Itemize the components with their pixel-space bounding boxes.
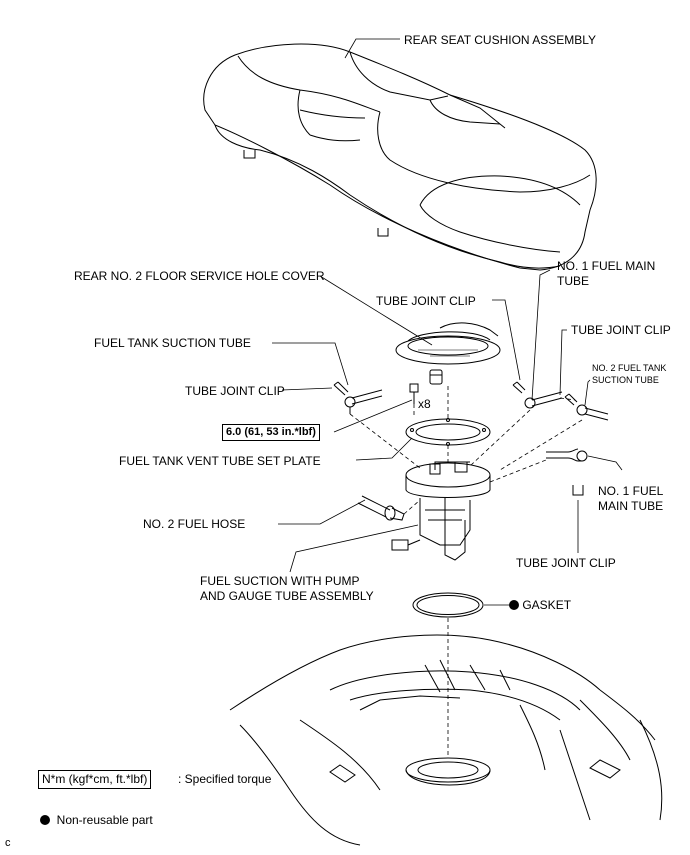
gasket-drawing [412, 592, 484, 618]
main-tube-right-drawing [546, 448, 588, 462]
label-no2-fuel-hose: NO. 2 FUEL HOSE [143, 517, 246, 531]
legend-non-reusable: Non-reusable part [40, 813, 153, 828]
label-rear-floor-service-hole-cover: REAR NO. 2 FLOOR SERVICE HOLE COVER [74, 269, 325, 283]
label-tube-joint-clip-top: TUBE JOINT CLIP [376, 294, 476, 308]
torque-spec-box: 6.0 (61, 53 in.*lbf) [222, 424, 320, 441]
fuel-tank-floor-drawing [229, 634, 663, 846]
label-fuel-tank-vent-tube-set-plate: FUEL TANK VENT TUBE SET PLATE [119, 454, 321, 468]
label-gasket: GASKET [509, 598, 571, 612]
tube-joint-clip-left-drawing [333, 381, 349, 396]
legend-torque-description: : Specified torque [178, 772, 272, 786]
label-no2-fuel-tank-suction-tube-line2: SUCTION TUBE [592, 375, 659, 385]
assembly-guide-lines [349, 386, 583, 758]
non-reusable-dot-icon [509, 600, 519, 610]
main-tube-top-drawing [524, 391, 563, 409]
label-fuel-pump-assembly-line2: AND GAUGE TUBE ASSEMBLY [200, 589, 374, 603]
label-no1-fuel-main-tube-top-line1: NO. 1 FUEL MAIN [557, 259, 656, 273]
tube-joint-clip-right-drawing [564, 393, 578, 406]
vent-tube-set-plate-drawing [405, 418, 491, 446]
rear-seat-cushion-drawing [203, 43, 597, 271]
fuel-pump-assembly-drawing [391, 461, 491, 561]
no2-fuel-hose-drawing [357, 495, 405, 521]
grommet-drawing [429, 369, 443, 385]
label-no1-fuel-main-tube-right-line2: MAIN TUBE [598, 499, 664, 513]
label-no2-fuel-tank-suction-tube-line1: NO. 2 FUEL TANK [592, 363, 667, 373]
leader-lines [272, 38, 623, 606]
legend-torque-box: N*m (kgf*cm, ft.*lbf) [38, 770, 152, 789]
tube-joint-clip-middle-drawing [512, 381, 526, 394]
tube-joint-clip-lower-drawing [572, 485, 584, 496]
label-bolt-quantity: x8 [418, 397, 431, 411]
bolt-drawing [409, 383, 419, 404]
label-no1-fuel-main-tube-right-line1: NO. 1 FUEL [598, 484, 664, 498]
legend-non-reusable-text: Non-reusable part [56, 813, 153, 827]
label-no1-fuel-main-tube-top-line2: TUBE [557, 274, 590, 288]
no2-suction-tube-drawing [576, 404, 609, 421]
label-tube-joint-clip-right: TUBE JOINT CLIP [571, 323, 671, 337]
floor-service-hole-cover-drawing [395, 322, 501, 365]
label-fuel-pump-assembly-line1: FUEL SUCTION WITH PUMP [200, 574, 360, 588]
label-gasket-text: GASKET [522, 598, 572, 612]
corner-mark: c [5, 837, 11, 849]
legend-dot-icon [40, 815, 50, 825]
label-tube-joint-clip-lower: TUBE JOINT CLIP [516, 556, 616, 570]
fuel-tank-suction-tube-drawing [344, 389, 383, 414]
label-tube-joint-clip-left: TUBE JOINT CLIP [185, 384, 285, 398]
label-rear-seat-cushion-assembly: REAR SEAT CUSHION ASSEMBLY [404, 33, 597, 47]
label-fuel-tank-suction-tube: FUEL TANK SUCTION TUBE [94, 336, 251, 350]
